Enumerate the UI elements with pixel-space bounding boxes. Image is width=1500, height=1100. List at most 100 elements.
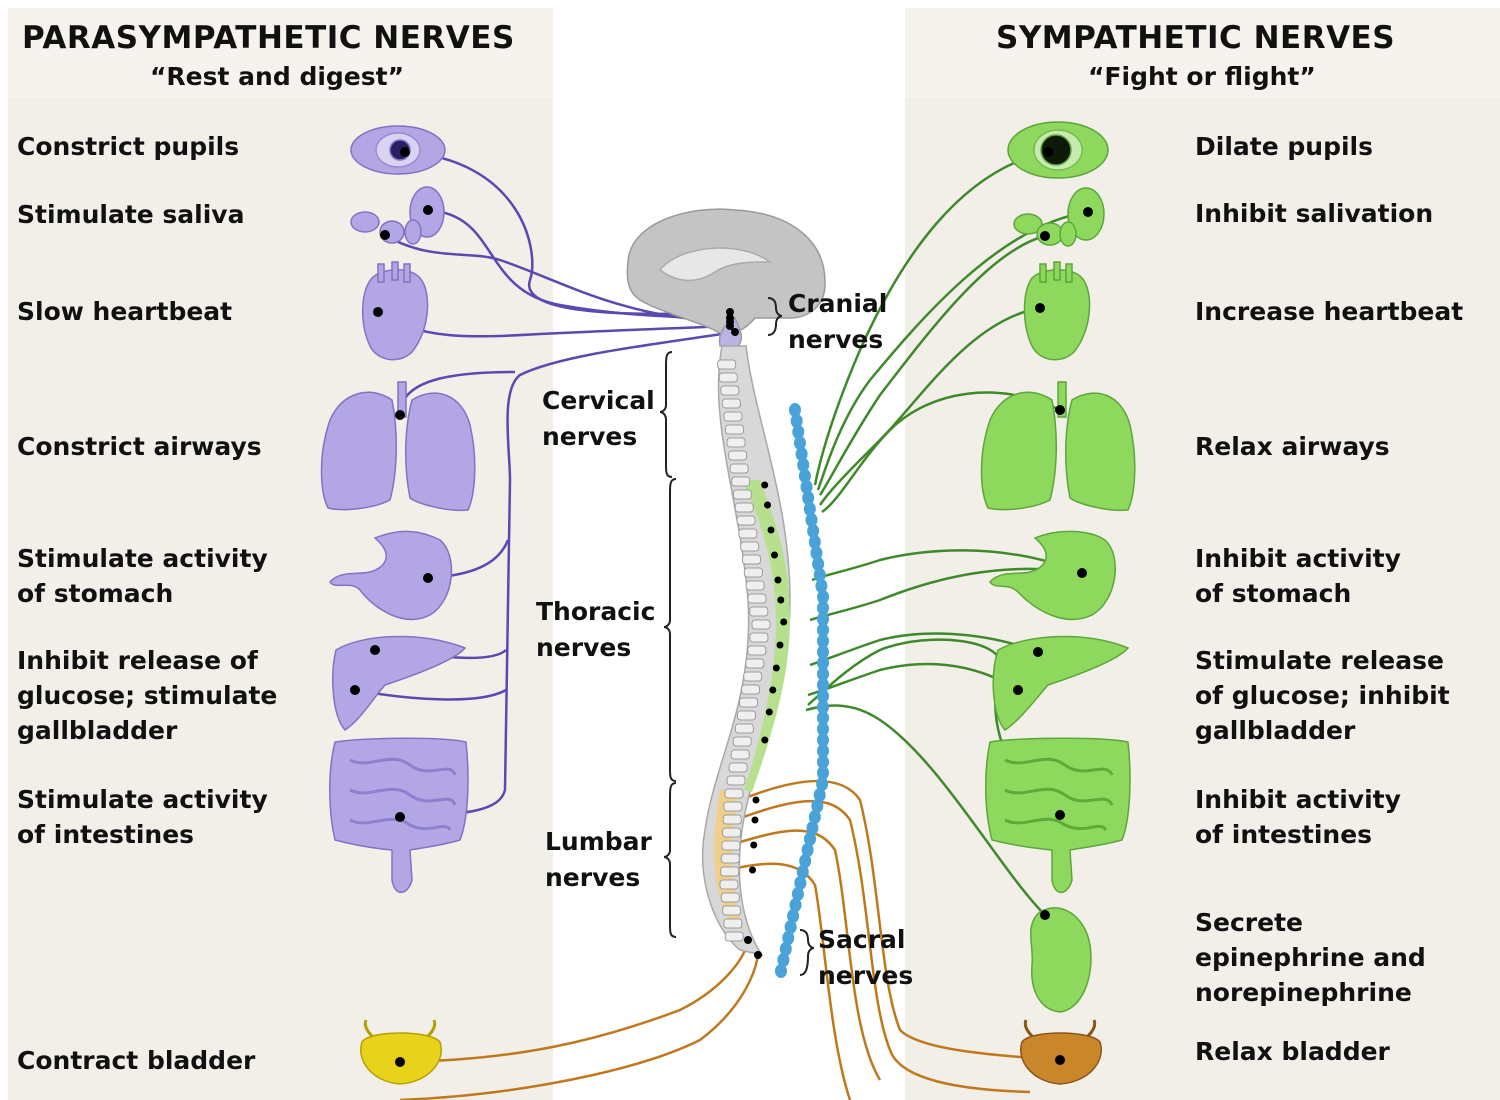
chain-ganglion [795, 447, 808, 461]
chain-ganglion [817, 678, 829, 692]
para-effect-pupils: Constrict pupils [17, 132, 240, 161]
vertebra [718, 372, 738, 383]
vertebra [719, 879, 739, 890]
vertebra [732, 736, 752, 747]
vertebra [736, 710, 756, 721]
vertebra [749, 632, 769, 643]
symp-nerve-saliva-1 [816, 210, 1089, 491]
symp-heart-icon [1023, 261, 1091, 361]
chain-ganglion [805, 513, 818, 527]
chain-ganglion [777, 953, 790, 967]
symp-nerve-eye [813, 150, 1049, 486]
chain-ganglion [817, 733, 829, 747]
symp-liver-icon [992, 635, 1130, 731]
chain-ganglion [817, 700, 829, 714]
symp-nerve-liver-1 [809, 632, 1039, 667]
chain-ganglion [803, 502, 816, 516]
vertebra [745, 580, 765, 591]
para-effect-airways: Constrict airways [17, 432, 262, 461]
parasympathetic-subtitle: “Rest and digest” [150, 62, 405, 91]
sacral-nerve-right-4 [727, 862, 852, 1100]
vertebra [721, 398, 741, 409]
para-salivary-gland-icon [350, 186, 445, 245]
chain-ganglion [808, 535, 821, 549]
symp-effect-heart: Increase heartbeat [1195, 297, 1464, 326]
para-stomach-icon [329, 530, 453, 621]
symp-effect-pupils: Dilate pupils [1195, 132, 1373, 161]
symp-lungs-icon [980, 381, 1136, 512]
vertebra [717, 359, 737, 370]
vertebra [724, 424, 744, 435]
symp-nerve-stomach-2 [809, 567, 1083, 622]
symp-effect-airways: Relax airways [1195, 432, 1390, 461]
chain-ganglion [817, 656, 829, 670]
chain-ganglion [789, 403, 801, 417]
vertebra [726, 437, 746, 448]
root-dot [771, 551, 778, 559]
chain-ganglion [812, 557, 825, 571]
vertebra [732, 489, 752, 500]
para-heart-icon [362, 261, 429, 361]
chain-ganglion [801, 843, 814, 857]
root-dot [765, 708, 773, 716]
root-dot [767, 526, 775, 534]
para-eye-icon [350, 125, 446, 175]
sympathetic-organs [980, 121, 1136, 1085]
sacral-nerve-paths [399, 779, 1061, 1100]
chain-ganglion [815, 579, 828, 593]
para-effect-saliva: Stimulate saliva [17, 200, 245, 229]
vertebra [740, 541, 760, 552]
vertebra [722, 814, 742, 825]
symp-stomach-icon [989, 530, 1117, 621]
para-effect-heart: Slow heartbeat [17, 297, 233, 326]
symp-nerve-lungs [821, 391, 1061, 514]
symp-nerve-stomach-1 [811, 549, 1083, 582]
vertebra [724, 931, 744, 942]
chain-ganglion [813, 788, 826, 802]
vertebra [723, 411, 743, 422]
chain-ganglion [817, 689, 829, 703]
cervical-bracket [659, 351, 673, 478]
vertebra [720, 385, 740, 396]
root-dot [751, 816, 759, 824]
chain-ganglion [817, 645, 829, 659]
vertebra [743, 567, 763, 578]
vertebra [721, 840, 741, 851]
lumbar-bracket [663, 782, 677, 938]
vertebra [720, 853, 740, 864]
symp-nerve-saliva-2 [818, 234, 1046, 496]
chain-ganglion [794, 876, 807, 890]
vertebra [722, 905, 742, 916]
para-effect-bladder: Contract bladder [17, 1046, 256, 1075]
root-dot [777, 596, 785, 604]
vertebra [741, 684, 761, 695]
chain-ganglion [807, 524, 820, 538]
vertebra [728, 450, 748, 461]
chain-ganglion [797, 458, 810, 472]
vertebra [749, 606, 769, 617]
chain-ganglion [802, 491, 815, 505]
sympathetic-title: SYMPATHETIC NERVES [996, 20, 1396, 56]
vertebra [743, 671, 763, 682]
chain-ganglion [796, 865, 809, 879]
vertebra [734, 723, 754, 734]
vertebra [747, 645, 767, 656]
chain-ganglion [806, 821, 819, 835]
chain-ganglion [817, 744, 829, 758]
symp-effect-bladder: Relax bladder [1195, 1037, 1390, 1066]
chain-ganglion [789, 898, 802, 912]
parasympathetic-panel [8, 8, 553, 1100]
chain-ganglion [790, 414, 803, 428]
root-dot [764, 501, 771, 509]
symp-eye-icon [1007, 121, 1109, 179]
chain-ganglion [779, 942, 792, 956]
vertebra [722, 827, 742, 838]
sacral-bracket [799, 929, 815, 976]
